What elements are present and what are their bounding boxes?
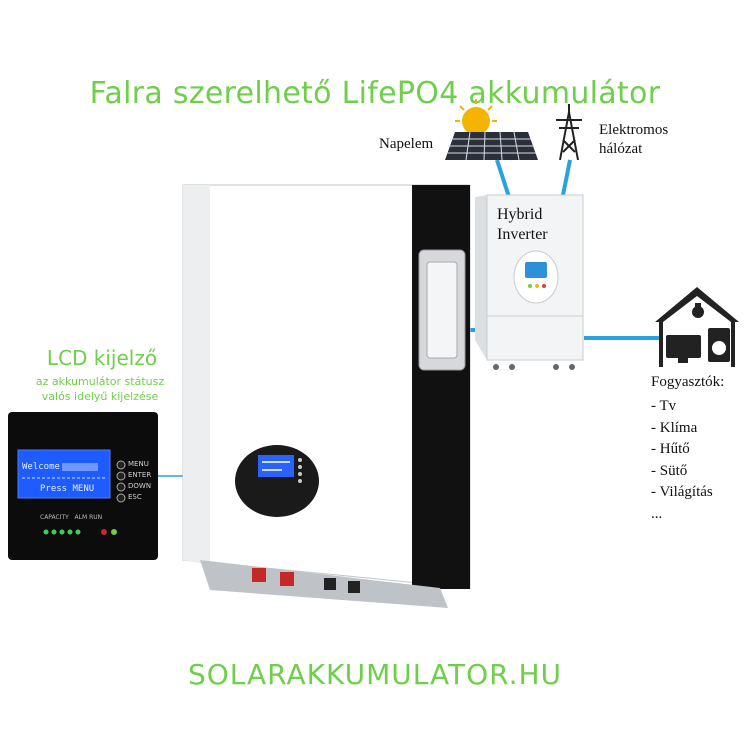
consumer-item: ...	[651, 505, 663, 522]
lcd-screen-line2: Press MENU	[40, 484, 95, 494]
cable-grid-inverter	[560, 159, 572, 201]
inverter-label: Hybrid Inverter	[497, 205, 548, 245]
lcd-indicator-labels: CAPACITY ALM RUN	[40, 514, 103, 521]
solar-panel-icon	[445, 99, 538, 161]
battery-cabinet	[182, 184, 471, 608]
hybrid-inverter	[475, 194, 584, 370]
lcd-button-esc: ESC	[128, 493, 142, 501]
lcd-subtitle-line2: valós idelyű kijelzése	[41, 390, 159, 403]
house-icon	[655, 287, 739, 367]
grid-label-line1: Elektromos	[599, 122, 669, 138]
tv-icon	[666, 335, 701, 358]
inverter-label-line1: Hybrid	[497, 206, 543, 223]
lcd-subtitle-line1: az akkumulátor státusz	[35, 375, 165, 388]
lcd-subtitle: az akkumulátor státusz valós idelyű kije…	[10, 374, 190, 404]
lcd-button-labels: MENU ENTER DOWN ESC	[128, 459, 151, 503]
lcd-screen-line1: Welcome	[22, 462, 60, 472]
solar-panel-label: Napelem	[379, 136, 434, 152]
cable-solar-inverter	[495, 159, 512, 201]
grid-label: Elektromos hálózat	[599, 121, 668, 159]
consumer-item: - Hűtő	[651, 441, 690, 457]
consumers-title: Fogyasztók:	[651, 374, 725, 390]
lcd-title: LCD kijelző	[46, 346, 158, 370]
power-tower-icon	[556, 104, 582, 161]
consumers-list: - Tv - Klíma - Hűtő - Sütő - Világítás .…	[651, 396, 713, 525]
lcd-button-down: DOWN	[128, 482, 152, 490]
lcd-closeup	[8, 412, 158, 560]
grid-label-line2: hálózat	[599, 141, 643, 157]
lcd-button-enter: ENTER	[128, 471, 152, 479]
consumer-item: - Sütő	[651, 462, 688, 479]
consumer-item: - Világítás	[651, 484, 713, 500]
consumer-item: - Tv	[651, 398, 677, 414]
bulb-icon	[692, 306, 704, 318]
website-url: SOLARAKKUMULATOR.HU	[187, 658, 563, 691]
consumer-item: - Klíma	[651, 419, 698, 436]
lcd-button-menu: MENU	[128, 460, 149, 468]
inverter-label-line2: Inverter	[497, 226, 548, 243]
page-title: Falra szerelhető LifePO4 akkumulátor	[89, 76, 661, 111]
